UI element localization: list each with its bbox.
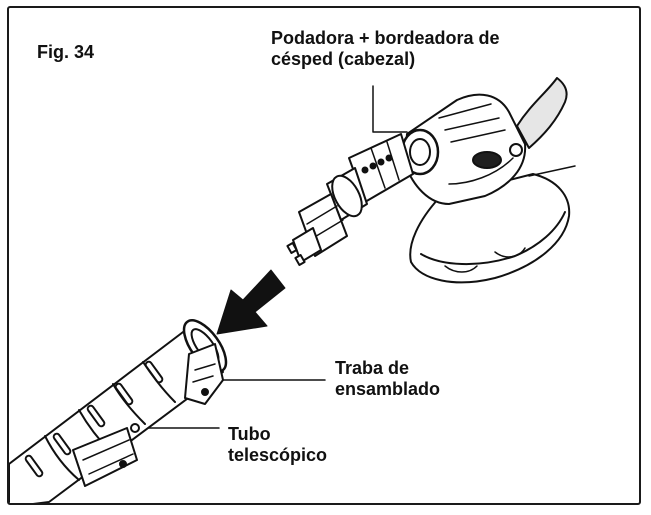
telescopic-tube-drawing (9, 314, 234, 505)
label-assembly-lock: Traba de ensamblado (335, 358, 440, 400)
assembly-arrow-icon (217, 270, 285, 334)
label-telescopic-tube-line2: telescópico (228, 445, 327, 466)
label-trimmer-head-line1: Podadora + bordeadora de (271, 28, 500, 49)
figure-frame: Fig. 34 Podadora + bordeadora de césped … (7, 6, 641, 505)
trimmer-head-drawing (287, 78, 569, 282)
figure-number: Fig. 34 (37, 42, 94, 63)
label-assembly-lock-line2: ensamblado (335, 379, 440, 400)
label-telescopic-tube-line1: Tubo (228, 424, 327, 445)
label-telescopic-tube: Tubo telescópico (228, 424, 327, 466)
label-assembly-lock-line1: Traba de (335, 358, 440, 379)
label-trimmer-head: Podadora + bordeadora de césped (cabezal… (271, 28, 500, 70)
label-trimmer-head-line2: césped (cabezal) (271, 49, 500, 70)
